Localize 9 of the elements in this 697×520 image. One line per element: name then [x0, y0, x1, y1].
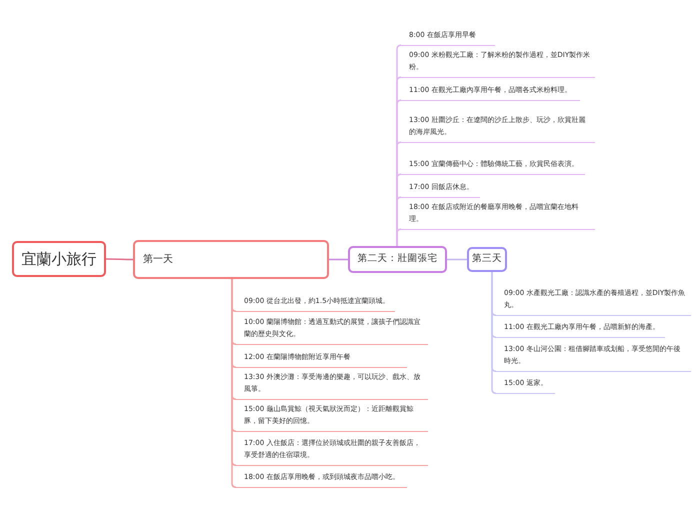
connector-line	[396, 228, 402, 246]
day-box: 第一天	[133, 240, 329, 279]
topic-box: 宜蘭小旅行	[12, 241, 106, 277]
day-box: 第三天	[467, 247, 507, 272]
day-box: 第二天：壯圍張宅	[348, 246, 447, 273]
connector-line	[447, 258, 467, 260]
connector-line	[106, 258, 133, 260]
connector-line	[329, 258, 348, 260]
connector-line	[491, 272, 497, 394]
